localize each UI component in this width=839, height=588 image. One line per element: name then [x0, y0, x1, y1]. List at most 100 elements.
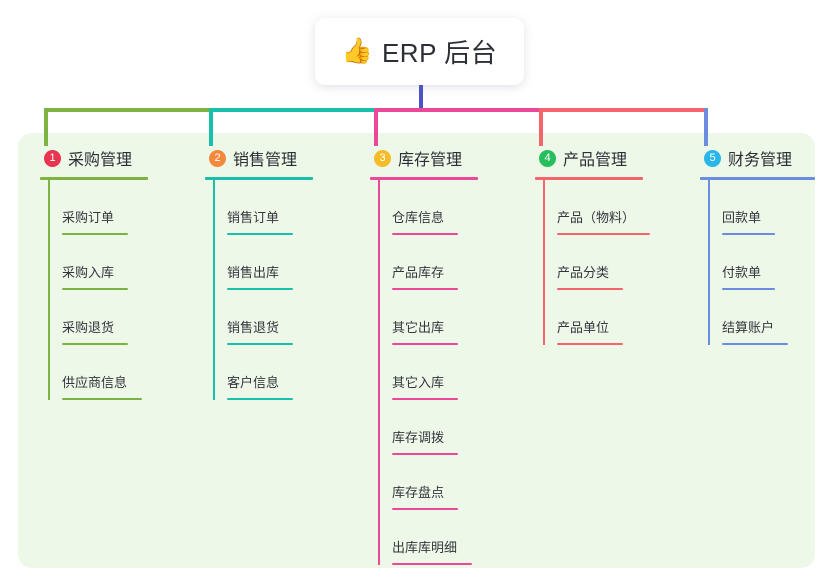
- leaf-node[interactable]: 库存盘点: [392, 455, 520, 510]
- leaf-node[interactable]: 产品（物料）: [557, 180, 685, 235]
- column-branch: 采购订单采购入库采购退货供应商信息: [40, 180, 190, 400]
- column-stub-connector: [209, 108, 213, 146]
- leaf-node[interactable]: 其它入库: [392, 345, 520, 400]
- column-title: 库存管理: [398, 152, 463, 169]
- leaf-node[interactable]: 结算账户: [722, 290, 825, 345]
- leaf-node[interactable]: 出库库明细: [392, 510, 520, 565]
- diagram-column-5: 5 财务管理回款单付款单结算账户: [700, 146, 825, 345]
- leaf-node-rule: [227, 288, 293, 290]
- horizontal-connector-segment: [539, 108, 708, 112]
- leaf-node-label: 库存盘点: [392, 485, 445, 500]
- leaf-node[interactable]: 付款单: [722, 235, 825, 290]
- horizontal-connector-segment: [44, 108, 213, 112]
- leaf-node-label: 其它入库: [392, 375, 445, 390]
- leaf-node[interactable]: 产品库存: [392, 235, 520, 290]
- column-number-badge: 5: [704, 149, 721, 167]
- column-stub-connector: [374, 108, 378, 146]
- leaf-node-rule: [722, 343, 788, 345]
- branch-spine: [543, 180, 545, 345]
- leaf-node-label: 付款单: [722, 265, 762, 280]
- column-header-rule: [535, 177, 643, 180]
- horizontal-connector-segment: [374, 108, 543, 112]
- column-header[interactable]: 4 产品管理: [535, 146, 685, 170]
- leaf-node[interactable]: 其它出库: [392, 290, 520, 345]
- leaf-node-label: 产品库存: [392, 265, 445, 280]
- leaf-node[interactable]: 销售退货: [227, 290, 355, 345]
- column-header-rule: [700, 177, 815, 180]
- leaf-node[interactable]: 产品单位: [557, 290, 685, 345]
- leaf-node[interactable]: 销售订单: [227, 180, 355, 235]
- column-header-rule: [205, 177, 313, 180]
- column-header[interactable]: 3 库存管理: [370, 146, 520, 170]
- leaf-node[interactable]: 销售出库: [227, 235, 355, 290]
- leaf-node-rule: [557, 233, 650, 235]
- leaf-node[interactable]: 采购退货: [62, 290, 190, 345]
- column-title: 销售管理: [233, 152, 298, 169]
- leaf-node-rule: [392, 288, 458, 290]
- leaf-node[interactable]: 回款单: [722, 180, 825, 235]
- leaf-node-rule: [392, 343, 458, 345]
- thumbs-up-icon: 👍: [341, 37, 373, 65]
- leaf-node-label: 销售订单: [227, 210, 280, 225]
- leaf-node-rule: [392, 233, 458, 235]
- root-node-card[interactable]: 👍 ERP 后台: [315, 18, 524, 85]
- diagram-background-panel: [18, 133, 815, 568]
- column-title: 产品管理: [563, 152, 628, 169]
- column-branch: 产品（物料） 产品分类产品单位: [535, 180, 685, 345]
- column-number-badge: 1: [44, 149, 61, 167]
- leaf-node-rule: [392, 398, 458, 400]
- leaf-node-rule: [392, 563, 472, 565]
- leaf-node-rule: [62, 398, 142, 400]
- leaf-node-rule: [392, 453, 458, 455]
- diagram-column-1: 1 采购管理采购订单采购入库采购退货供应商信息: [40, 146, 190, 400]
- horizontal-connector-segment: [209, 108, 378, 112]
- leaf-node-rule: [227, 398, 293, 400]
- leaf-node-label: 采购入库: [62, 265, 115, 280]
- column-number-badge: 4: [539, 149, 556, 167]
- leaf-node-rule: [722, 288, 775, 290]
- leaf-node-label: 出库库明细: [392, 540, 458, 555]
- leaf-node-label: 供应商信息: [62, 375, 128, 390]
- column-stub-connector: [704, 108, 708, 146]
- column-number-badge: 3: [374, 149, 391, 167]
- leaf-node-label: 仓库信息: [392, 210, 445, 225]
- column-header[interactable]: 1 采购管理: [40, 146, 190, 170]
- leaf-node[interactable]: 采购订单: [62, 180, 190, 235]
- leaf-node-rule: [227, 343, 293, 345]
- column-branch: 销售订单销售出库销售退货客户信息: [205, 180, 355, 400]
- column-branch: 仓库信息产品库存其它出库其它入库库存调拨库存盘点出库库明细: [370, 180, 520, 565]
- leaf-node-rule: [62, 288, 128, 290]
- leaf-node-rule: [557, 288, 623, 290]
- leaf-node[interactable]: 采购入库: [62, 235, 190, 290]
- leaf-node-rule: [557, 343, 623, 345]
- leaf-node-label: 采购订单: [62, 210, 115, 225]
- leaf-node-label: 客户信息: [227, 375, 280, 390]
- column-header-rule: [370, 177, 478, 180]
- column-header[interactable]: 5 财务管理: [700, 146, 825, 170]
- leaf-node-label: 采购退货: [62, 320, 115, 335]
- leaf-node-label: 产品（物料）: [557, 210, 636, 225]
- leaf-node-label: 结算账户: [722, 320, 775, 335]
- leaf-node[interactable]: 客户信息: [227, 345, 355, 400]
- leaf-node[interactable]: 库存调拨: [392, 400, 520, 455]
- leaf-node-rule: [62, 343, 128, 345]
- leaf-node-label: 库存调拨: [392, 430, 445, 445]
- leaf-node-rule: [227, 233, 293, 235]
- leaf-node-rule: [62, 233, 128, 235]
- branch-spine: [48, 180, 50, 400]
- column-title: 财务管理: [728, 152, 793, 169]
- leaf-node-label: 销售退货: [227, 320, 280, 335]
- leaf-node[interactable]: 供应商信息: [62, 345, 190, 400]
- leaf-node-label: 其它出库: [392, 320, 445, 335]
- leaf-node-label: 产品分类: [557, 265, 610, 280]
- branch-spine: [708, 180, 710, 345]
- leaf-node-rule: [392, 508, 458, 510]
- leaf-node[interactable]: 仓库信息: [392, 180, 520, 235]
- column-title: 采购管理: [68, 152, 133, 169]
- branch-spine: [213, 180, 215, 400]
- column-stub-connector: [44, 108, 48, 146]
- leaf-node[interactable]: 产品分类: [557, 235, 685, 290]
- leaf-node-rule: [722, 233, 775, 235]
